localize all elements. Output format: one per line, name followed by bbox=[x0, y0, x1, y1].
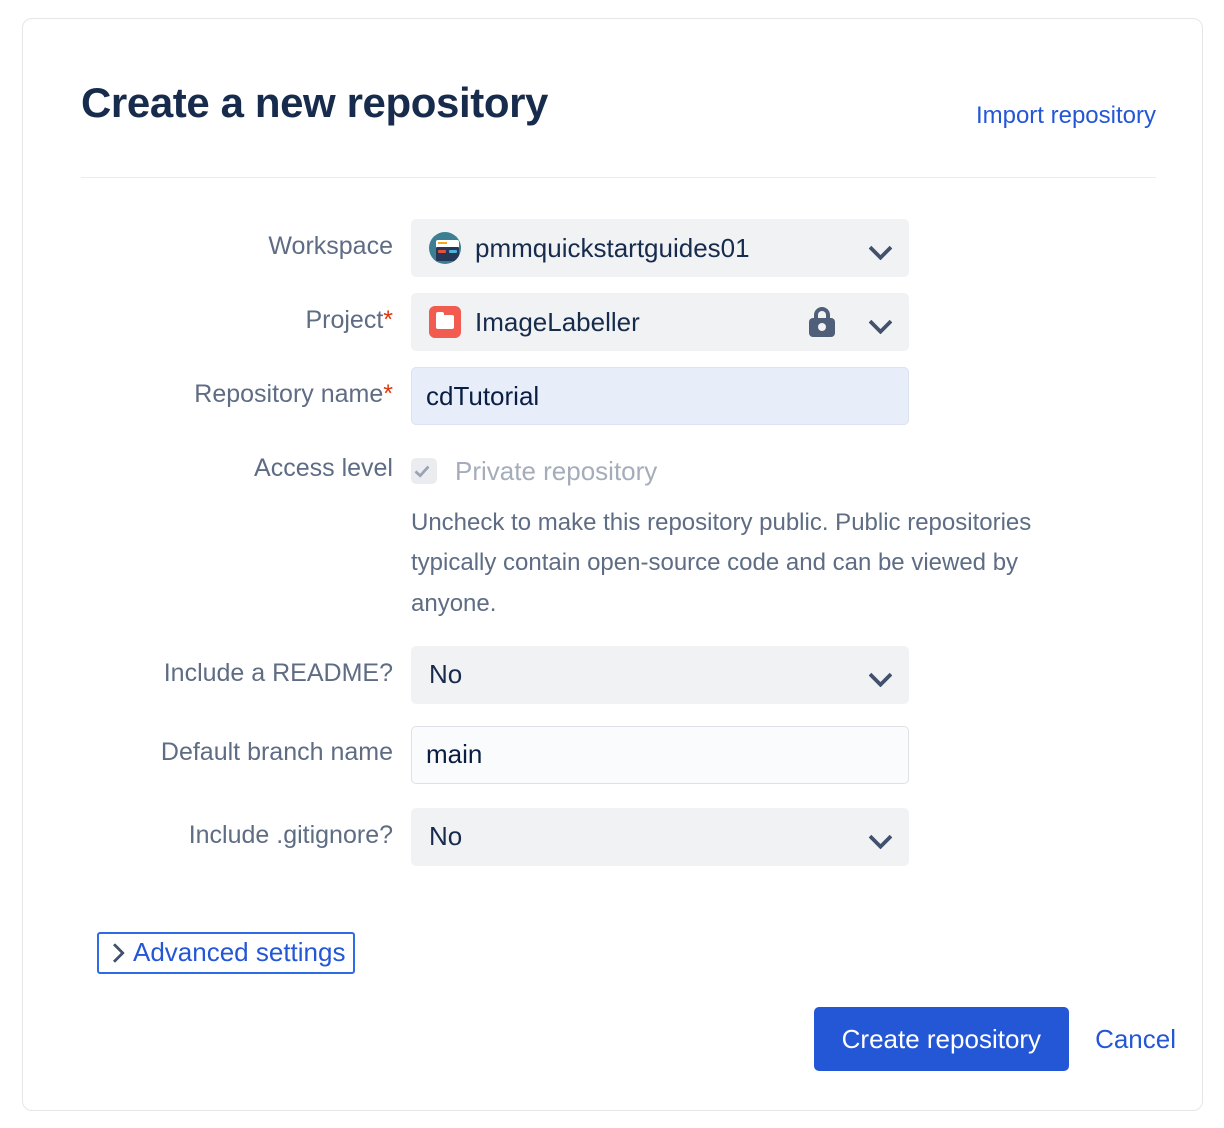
checkmark-icon bbox=[414, 462, 430, 478]
include-readme-label: Include a README? bbox=[163, 658, 393, 687]
chevron-down-icon bbox=[869, 826, 891, 848]
repository-name-required-marker: * bbox=[383, 380, 393, 408]
default-branch-name-label: Default branch name bbox=[160, 737, 393, 766]
workspace-select[interactable]: pmmquickstartguides01 bbox=[411, 219, 909, 277]
include-gitignore-value: No bbox=[429, 821, 463, 852]
field-row-repository-name: Repository name* cdTutorial bbox=[81, 367, 1156, 425]
header-divider bbox=[81, 177, 1156, 178]
chevron-down-icon bbox=[869, 311, 891, 333]
field-row-access-level: Access level Private repository Uncheck … bbox=[81, 441, 1156, 624]
project-folder-icon bbox=[429, 306, 461, 338]
project-required-marker: * bbox=[383, 306, 393, 334]
repository-name-label: Repository name* bbox=[81, 367, 411, 412]
import-repository-link[interactable]: Import repository bbox=[975, 102, 1156, 129]
private-repository-checkbox-row[interactable]: Private repository bbox=[411, 441, 1156, 499]
field-row-project: Project* ImageLabeller bbox=[81, 293, 1156, 351]
include-readme-select[interactable]: No bbox=[411, 645, 909, 704]
workspace-avatar-icon bbox=[429, 232, 461, 264]
access-level-label: Access level bbox=[254, 454, 393, 482]
advanced-settings-label: Advanced settings bbox=[133, 937, 346, 967]
include-readme-value: No bbox=[429, 659, 463, 690]
project-label-text: Project bbox=[305, 306, 384, 334]
lock-icon bbox=[809, 307, 835, 337]
chevron-right-icon bbox=[105, 943, 123, 963]
field-row-workspace: Workspace pmmquickstartguides01 bbox=[81, 219, 1156, 277]
workspace-label: Workspace bbox=[268, 232, 393, 260]
repository-name-input[interactable]: cdTutorial bbox=[411, 367, 909, 425]
field-row-include-readme: Include a README? No bbox=[81, 645, 1156, 704]
page-title: Create a new repository bbox=[81, 79, 548, 126]
create-repository-form: Workspace pmmquickstartguides01 Project* bbox=[81, 219, 1156, 882]
default-branch-name-input[interactable]: main bbox=[411, 725, 909, 784]
cancel-button[interactable]: Cancel bbox=[1095, 1023, 1176, 1054]
repository-name-label-text: Repository name bbox=[194, 380, 384, 408]
create-repository-button[interactable]: Create repository bbox=[813, 1007, 1070, 1071]
card-header: Create a new repository Import repositor… bbox=[81, 77, 1176, 159]
workspace-value: pmmquickstartguides01 bbox=[475, 232, 750, 263]
include-gitignore-select[interactable]: No bbox=[411, 807, 909, 866]
include-gitignore-label: Include .gitignore? bbox=[188, 820, 393, 849]
project-label: Project* bbox=[81, 293, 411, 338]
private-repository-checkbox[interactable] bbox=[411, 458, 437, 484]
chevron-down-icon bbox=[869, 237, 891, 259]
field-row-default-branch-name: Default branch name main bbox=[81, 725, 1156, 784]
create-repository-card: Create a new repository Import repositor… bbox=[22, 18, 1203, 1111]
form-actions: Create repository Cancel bbox=[813, 1007, 1176, 1071]
access-level-help-text: Uncheck to make this repository public. … bbox=[411, 509, 1032, 617]
project-select[interactable]: ImageLabeller bbox=[411, 293, 909, 351]
private-repository-checkbox-label: Private repository bbox=[455, 455, 658, 486]
field-row-include-gitignore: Include .gitignore? No bbox=[81, 807, 1156, 866]
advanced-settings-toggle[interactable]: Advanced settings bbox=[97, 932, 356, 974]
project-value: ImageLabeller bbox=[475, 306, 640, 337]
chevron-down-icon bbox=[869, 664, 891, 686]
